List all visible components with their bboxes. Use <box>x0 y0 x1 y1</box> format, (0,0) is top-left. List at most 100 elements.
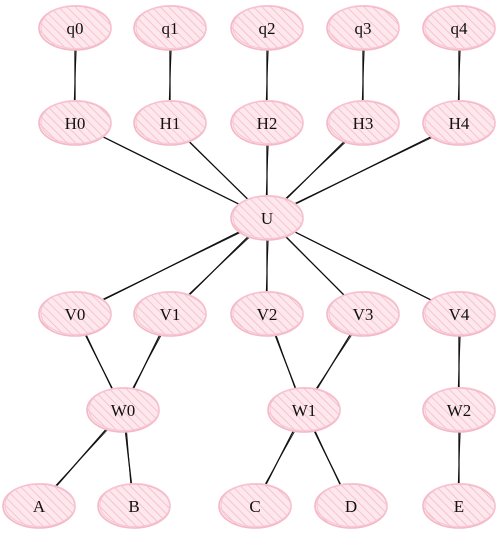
edge-V3-W1 <box>315 333 352 391</box>
node-label: C <box>249 497 260 516</box>
node-W0: W0 <box>86 387 160 433</box>
edge-V2-W1 <box>274 334 297 390</box>
node-label: V3 <box>353 305 374 324</box>
node-H3: H3 <box>326 100 400 146</box>
node-q1: q1 <box>133 5 207 51</box>
node-sketch-outline <box>40 291 112 335</box>
node-H0: H0 <box>38 100 112 146</box>
node-sketch-outline <box>135 100 207 144</box>
edge-q1-H1 <box>168 49 172 102</box>
node-sketch-outline <box>220 483 292 527</box>
edge-q2-H2 <box>265 49 269 102</box>
node-sketch-outline <box>232 5 304 49</box>
edge-U-V1 <box>187 236 250 296</box>
node-sketch-outline <box>424 291 496 335</box>
node-label: V0 <box>65 305 86 324</box>
node-H2: H2 <box>230 100 304 146</box>
node-sketch-outline <box>328 291 400 335</box>
edge-W1-C <box>264 430 295 486</box>
node-label: q2 <box>259 19 276 38</box>
node-V1: V1 <box>133 291 207 337</box>
edge-H2-U <box>265 144 269 197</box>
node-sketch-outline <box>269 387 341 431</box>
node-V2: V2 <box>230 291 304 337</box>
edge-q0-H0 <box>73 49 77 102</box>
node-sketch-outline <box>232 291 304 335</box>
node-label: H3 <box>353 114 374 133</box>
node-label: A <box>33 497 46 516</box>
node-label: E <box>454 497 464 516</box>
edge-V0-W0 <box>84 334 114 390</box>
node-H4: H4 <box>422 100 496 146</box>
node-label: D <box>345 497 357 516</box>
edge-V1-W0 <box>132 334 162 390</box>
edge-q4-H4 <box>457 49 461 102</box>
node-q2: q2 <box>230 5 304 51</box>
node-q0: q0 <box>38 5 112 51</box>
node-sketch-outline <box>424 483 496 527</box>
node-sketch-outline <box>328 100 400 144</box>
node-sketch-outline <box>4 483 76 527</box>
edges-layer <box>54 49 461 488</box>
edge-U-V3 <box>285 236 345 296</box>
edge-H1-U <box>188 141 249 200</box>
node-label: V4 <box>449 305 470 324</box>
node-sketch-outline <box>40 100 112 144</box>
node-sketch-outline <box>135 291 207 335</box>
edge-H4-U <box>293 136 433 205</box>
node-label: q4 <box>451 19 469 38</box>
node-sketch-outline <box>88 387 160 431</box>
node-sketch-outline <box>232 195 304 239</box>
node-label: B <box>128 497 139 516</box>
node-sketch-outline <box>232 100 304 144</box>
node-H1: H1 <box>133 100 207 146</box>
node-V4: V4 <box>422 291 496 337</box>
node-label: H1 <box>160 114 181 133</box>
edge-H3-U <box>284 141 346 200</box>
node-V3: V3 <box>326 291 400 337</box>
node-label: U <box>261 209 273 228</box>
edge-U-V0 <box>101 231 241 301</box>
node-label: W0 <box>111 401 136 420</box>
node-U: U <box>230 195 304 241</box>
node-q3: q3 <box>326 5 400 51</box>
node-label: q1 <box>162 19 179 38</box>
node-label: V2 <box>257 305 278 324</box>
node-label: q3 <box>355 19 372 38</box>
edge-U-V4 <box>294 231 432 301</box>
edge-W0-A <box>54 428 108 488</box>
edge-U-V2 <box>265 239 269 293</box>
node-sketch-outline <box>316 483 388 527</box>
node-label: H2 <box>257 114 278 133</box>
node-D: D <box>314 483 388 529</box>
node-label: W2 <box>447 401 472 420</box>
edge-W0-B <box>124 431 133 485</box>
node-label: H0 <box>65 114 86 133</box>
node-B: B <box>97 483 171 529</box>
node-label: q0 <box>67 19 84 38</box>
node-sketch-outline <box>99 483 171 527</box>
node-label: V1 <box>160 305 181 324</box>
edge-H0-U <box>102 136 240 205</box>
node-W2: W2 <box>422 387 496 433</box>
node-sketch-outline <box>40 5 112 49</box>
node-sketch-outline <box>135 5 207 49</box>
edge-W2-E <box>457 431 461 485</box>
edge-q3-H3 <box>361 49 365 102</box>
node-sketch-outline <box>424 387 496 431</box>
node-sketch-outline <box>424 100 496 144</box>
edge-V4-W2 <box>457 335 461 389</box>
node-A: A <box>2 483 76 529</box>
node-q4: q4 <box>422 5 496 51</box>
edge-W1-D <box>313 430 342 486</box>
node-label: W1 <box>292 401 317 420</box>
node-label: H4 <box>449 114 470 133</box>
node-sketch-outline <box>424 5 496 49</box>
node-sketch-outline <box>328 5 400 49</box>
node-V0: V0 <box>38 291 112 337</box>
node-E: E <box>422 483 496 529</box>
node-C: C <box>218 483 292 529</box>
node-W1: W1 <box>267 387 341 433</box>
